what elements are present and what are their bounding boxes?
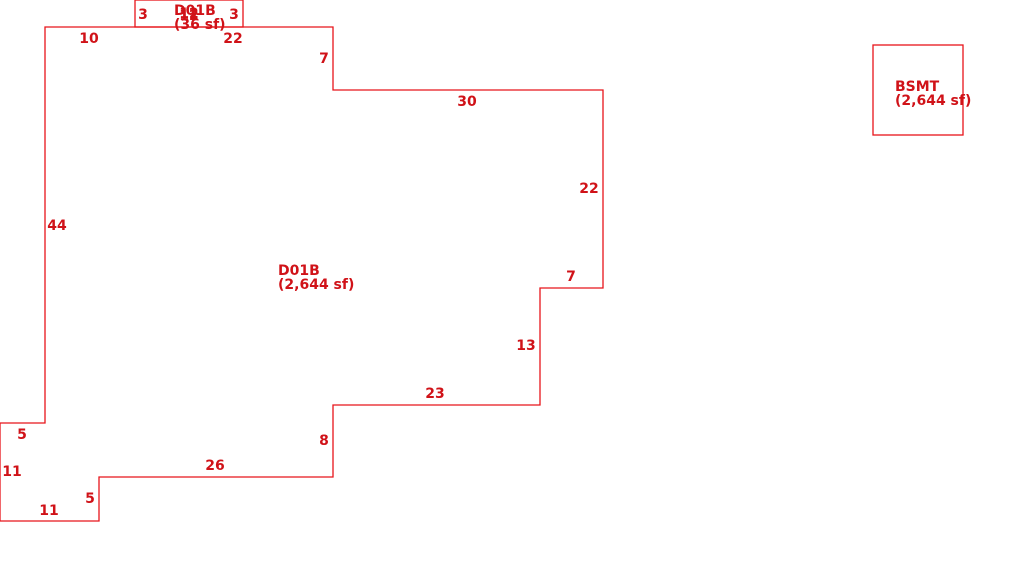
dim-right-notch: 7 <box>566 269 576 285</box>
dim-bottom-middle: 23 <box>425 386 444 402</box>
basement-outline <box>872 44 964 136</box>
dim-step-down-2: 8 <box>319 433 329 449</box>
dim-right-upper: 22 <box>579 181 598 197</box>
dim-left-lower: 11 <box>2 464 21 480</box>
dim-bottom-step: 5 <box>85 491 95 507</box>
dim-left-jog: 5 <box>17 427 27 443</box>
basement-name: BSMT <box>895 79 940 95</box>
small-dim-left: 3 <box>138 7 148 23</box>
small-dim-bottom: 12 <box>179 8 198 24</box>
dim-bottom-left-long: 26 <box>205 458 224 474</box>
dim-step-down-1: 7 <box>319 51 329 67</box>
small-area-outline <box>134 0 244 28</box>
dim-right-lower: 13 <box>516 338 535 354</box>
dim-top-right: 22 <box>223 31 242 47</box>
dim-bottom-left: 11 <box>39 503 58 519</box>
dim-top-left: 10 <box>79 31 99 47</box>
main-area-name: D01B <box>278 263 320 279</box>
small-dim-right: 3 <box>229 7 239 23</box>
main-area-outline <box>0 26 604 522</box>
dim-left-main: 44 <box>47 218 67 234</box>
small-dim-top: 12 <box>179 6 198 22</box>
main-area-size: (2,644 sf) <box>278 277 354 293</box>
dim-upper-right-top: 30 <box>457 94 477 110</box>
basement-size: (2,644 sf) <box>895 93 971 109</box>
small-area-name: D01B <box>174 3 216 19</box>
small-area-size: (36 sf) <box>174 17 226 33</box>
